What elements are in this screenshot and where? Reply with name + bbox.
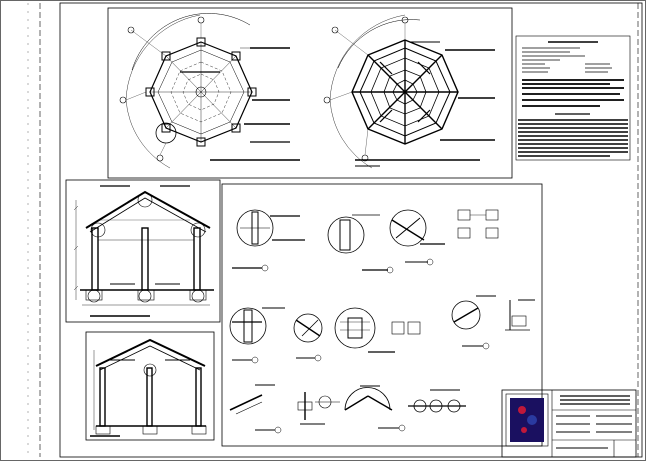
detail-finial: [408, 389, 466, 413]
logo-frame: [505, 393, 549, 447]
sheet-inner-border: [59, 2, 643, 458]
detail-ridge-connection: [389, 209, 445, 266]
construction-details-sheet: [221, 183, 543, 447]
title-block: [501, 389, 637, 458]
logo-image: [510, 398, 544, 442]
octagon-gazebo-floor-plan: [119, 13, 300, 169]
plans-frame: [107, 7, 513, 179]
octagon-gazebo-roof-framing-plan: [323, 14, 495, 169]
general-notes-block: [515, 35, 631, 161]
detail-anchor: [297, 392, 340, 425]
detail-brace: [229, 384, 282, 434]
front-elevation-section: [65, 179, 221, 323]
detail-bolt-plates: [457, 209, 499, 239]
detail-footing: [505, 299, 535, 331]
detail-beam-section: [334, 307, 421, 353]
detail-column-joint-1: [232, 209, 305, 272]
detail-rafter-end: [293, 313, 323, 362]
detail-truss-node: [344, 385, 406, 432]
detail-rafter-joint: [327, 214, 394, 274]
detail-purlin-joint: [451, 295, 496, 350]
side-elevation-section: [85, 331, 215, 441]
detail-column-joint-2: [229, 307, 285, 364]
